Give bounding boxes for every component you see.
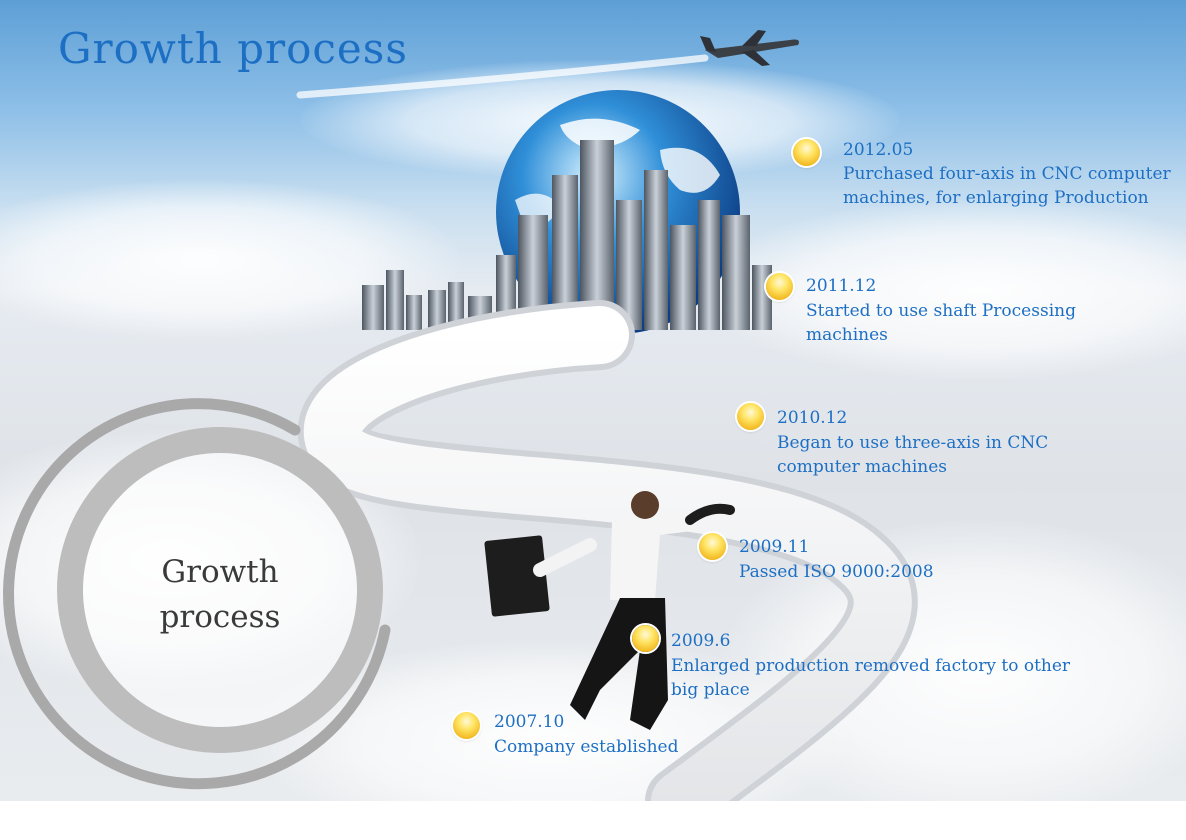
timeline-desc: Company established (494, 737, 679, 757)
timeline-date: 2010.12 (777, 408, 848, 428)
milestone-dot-icon (793, 139, 820, 166)
timeline-date: 2011.12 (806, 276, 877, 296)
milestone-dot-icon (766, 273, 793, 300)
timeline-desc: Started to use shaft Processing machines (806, 301, 1076, 345)
timeline-date: 2012.05 (843, 140, 914, 160)
timeline-desc: Purchased four-axis in CNC computer mach… (843, 164, 1171, 208)
timeline-date: 2007.10 (494, 712, 565, 732)
ring-decoration (3, 398, 391, 790)
page-title: Growth process (58, 24, 408, 73)
winding-road (297, 300, 918, 801)
timeline-desc: Enlarged production removed factory to o… (671, 656, 1071, 700)
timeline-desc: Began to use three-axis in CNC computer … (777, 433, 1049, 477)
badge-line-2: process (159, 599, 281, 635)
timeline-date: 2009.6 (671, 631, 731, 651)
airplane (296, 30, 799, 99)
timeline-desc: Passed ISO 9000:2008 (739, 562, 934, 582)
milestone-dot-icon (632, 625, 659, 652)
badge-line-1: Growth (161, 554, 279, 590)
badge-label: Growth process (100, 550, 340, 640)
milestone-dot-icon (737, 403, 764, 430)
milestone-dot-icon (699, 533, 726, 560)
timeline-date: 2009.11 (739, 537, 810, 557)
milestone-dot-icon (453, 712, 480, 739)
illustration (3, 30, 918, 801)
